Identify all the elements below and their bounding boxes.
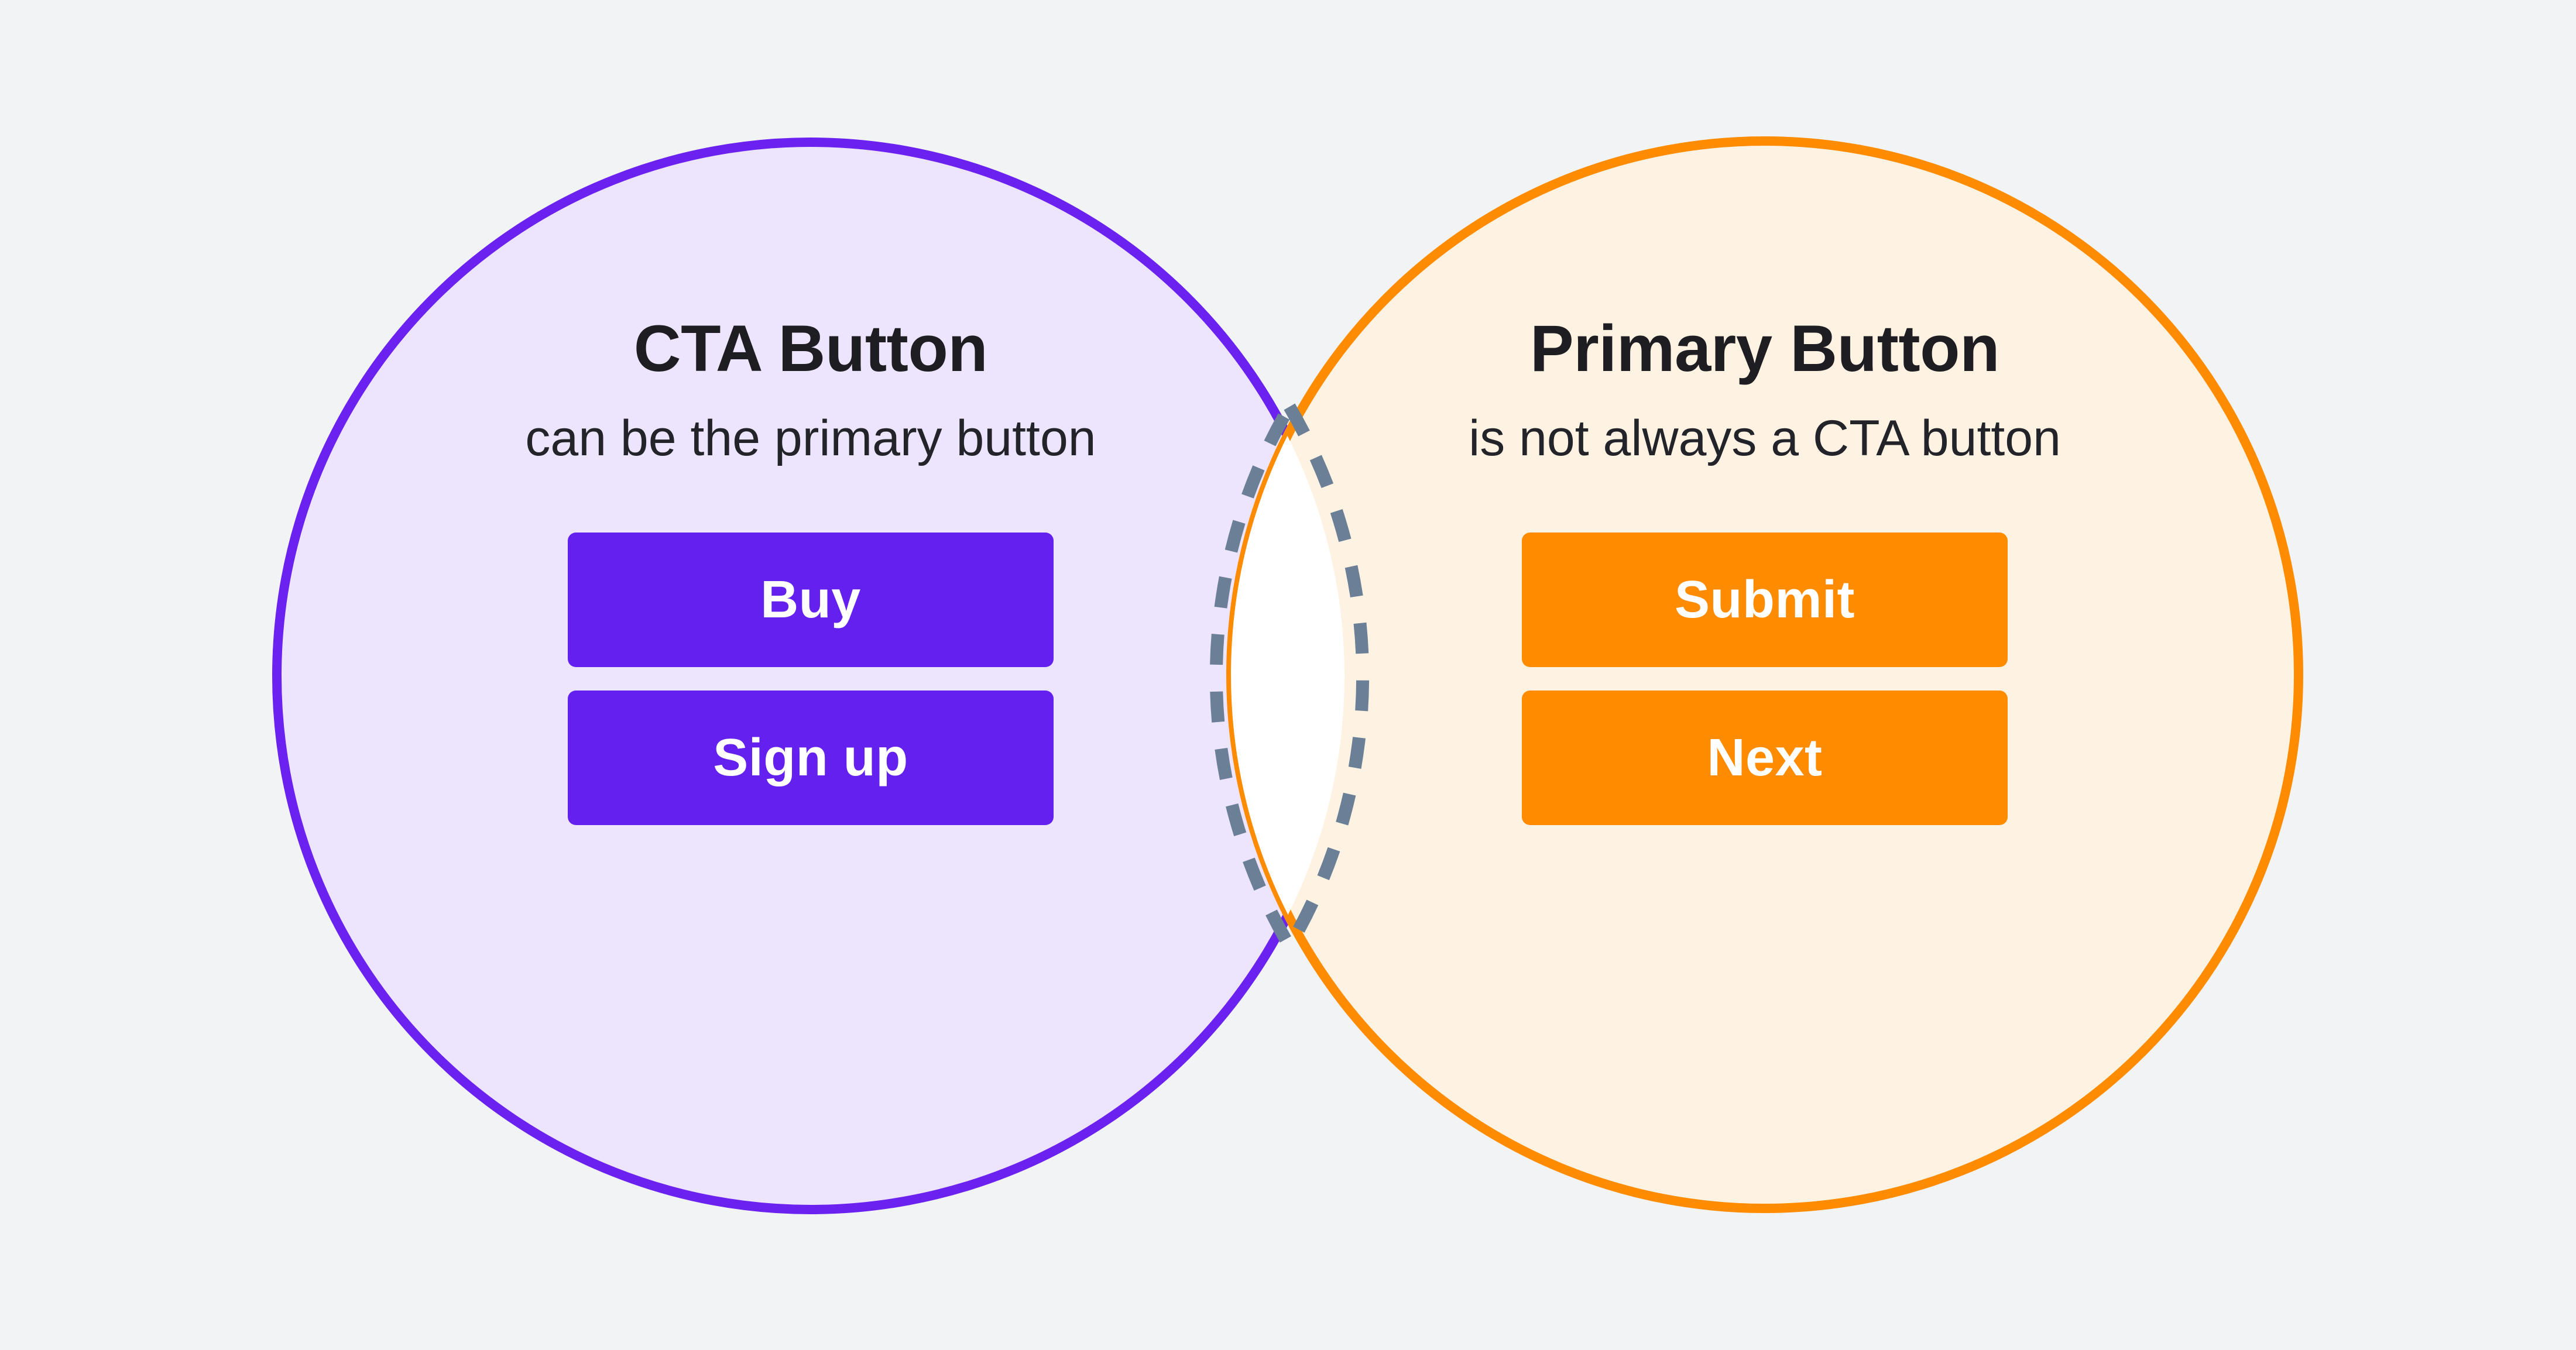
set-title-cta: CTA Button xyxy=(633,312,988,385)
set-panel-primary: Primary Button is not always a CTA butto… xyxy=(1226,316,2303,825)
next-button[interactable]: Next xyxy=(1522,691,2008,825)
set-subtitle-cta: can be the primary button xyxy=(525,410,1096,466)
button-stack-primary: Submit Next xyxy=(1522,533,2008,825)
intersection-lens-outline xyxy=(1209,394,1370,959)
buy-button[interactable]: Buy xyxy=(568,533,1054,667)
submit-button[interactable]: Submit xyxy=(1522,533,2008,667)
set-subtitle-primary: is not always a CTA button xyxy=(1469,410,2061,466)
button-stack-cta: Buy Sign up xyxy=(568,533,1054,825)
set-title-primary: Primary Button xyxy=(1530,312,2000,385)
set-panel-cta: CTA Button can be the primary button Buy… xyxy=(272,316,1349,825)
sign-up-button[interactable]: Sign up xyxy=(568,691,1054,825)
